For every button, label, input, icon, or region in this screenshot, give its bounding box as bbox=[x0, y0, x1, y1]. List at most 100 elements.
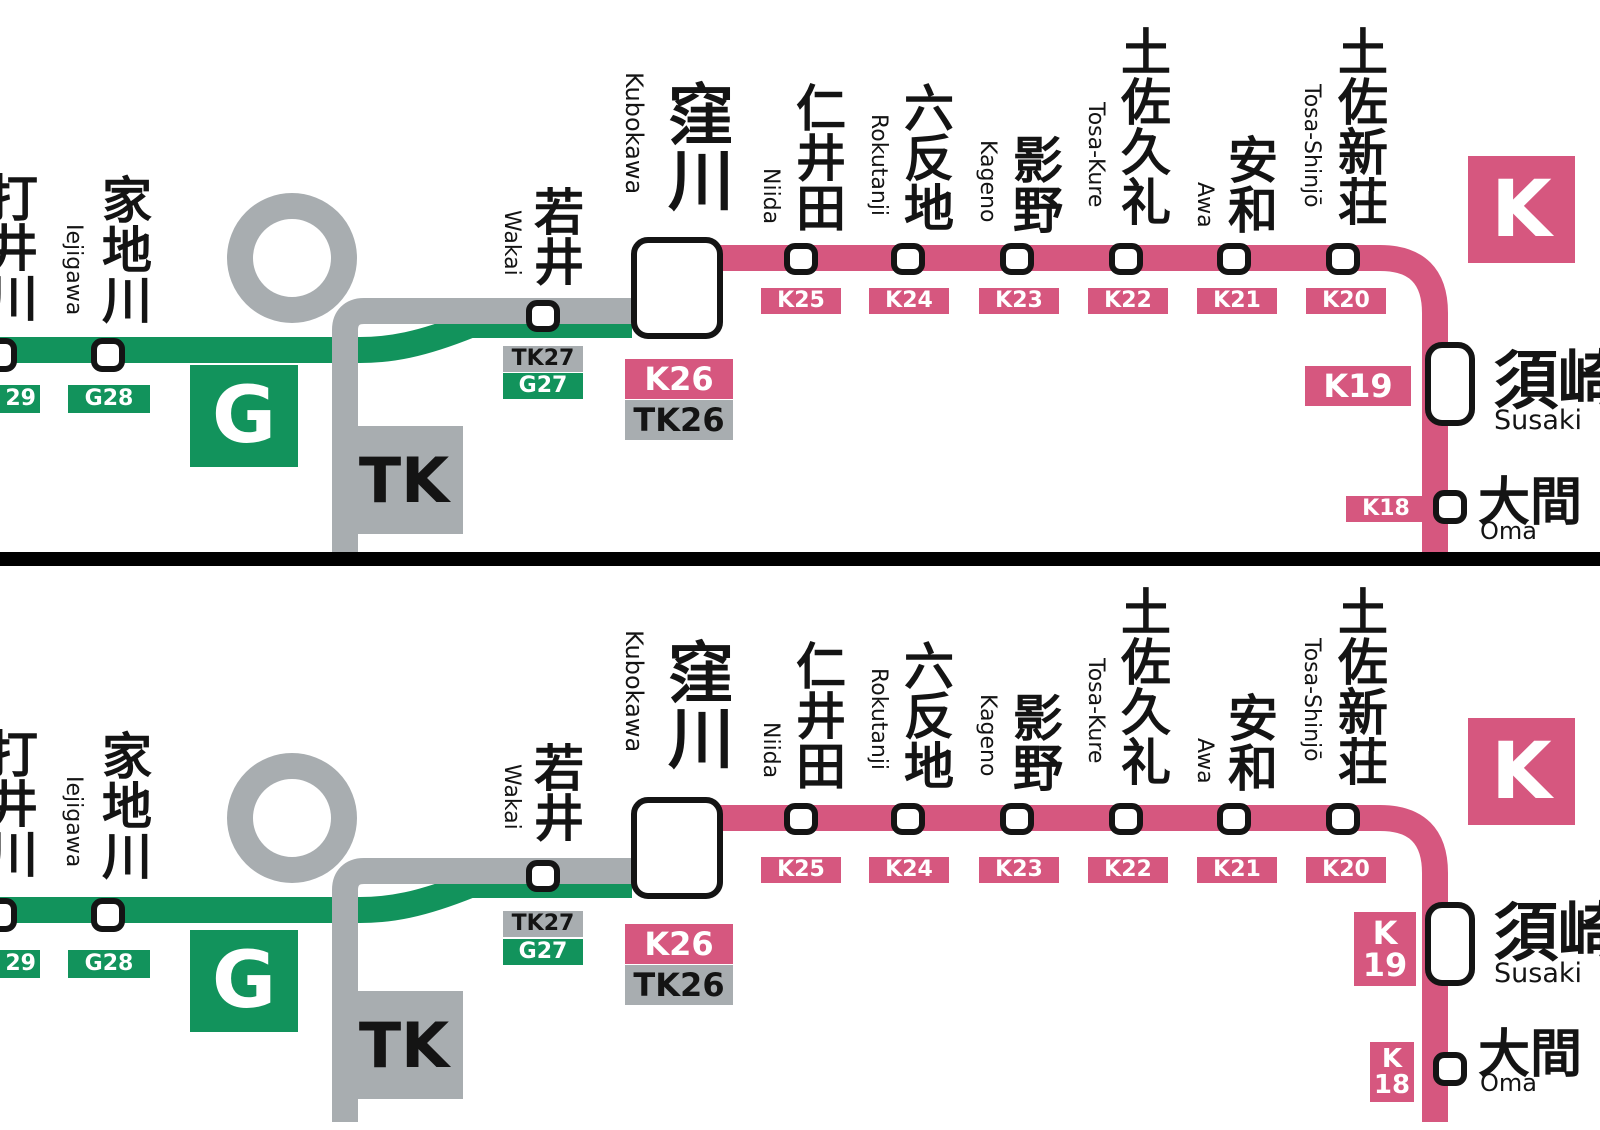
station-code-awa: K21 bbox=[1197, 288, 1277, 314]
station-romaji-tosa-shinjo: Tosa-Shinjō bbox=[1299, 638, 1324, 762]
dosan-loop-track bbox=[227, 193, 357, 323]
station-name-kubokawa: 窪川 bbox=[657, 80, 734, 212]
station-name-rokutanji: 六反地 bbox=[896, 82, 954, 232]
dosan-loop-track bbox=[227, 753, 357, 883]
station-romaji-kubokawa: Kubokawa bbox=[620, 630, 648, 753]
station-name-oma: 大間 bbox=[1478, 473, 1583, 533]
station-romaji-susaki: Susaki bbox=[1494, 405, 1583, 436]
route-map-panel-bottom: K G TK 土佐新荘 Tosa-Shinjō 安和 Awa 土佐久礼 Tosa… bbox=[0, 566, 1600, 1122]
station-code-iejigawa: G28 bbox=[68, 385, 150, 413]
station-name-awa: 安和 bbox=[1220, 134, 1278, 234]
station-marker-oma bbox=[1433, 490, 1467, 524]
kochi-line-track bbox=[700, 805, 1448, 1122]
station-code-niida: K25 bbox=[761, 857, 841, 883]
kochi-line-badge: K bbox=[1468, 156, 1575, 263]
station-name-wakai: 若井 bbox=[526, 186, 584, 286]
station-code-rokutanji: K24 bbox=[869, 857, 949, 883]
station-marker-kageno bbox=[1000, 803, 1034, 835]
kochi-line-track bbox=[700, 245, 1448, 556]
route-map-panel-top: K G TK 土佐新荘 Tosa-Shinjō 安和 Awa 土佐久礼 Tosa… bbox=[0, 0, 1600, 556]
station-code-susaki-letter: K bbox=[1372, 914, 1398, 952]
station-marker-rokutanji bbox=[891, 243, 925, 275]
station-code-oma: K18 bbox=[1346, 496, 1426, 522]
station-name-uchiigawa: 打井川 bbox=[0, 728, 38, 878]
station-code-wakai-tk: TK27 bbox=[503, 346, 583, 372]
station-marker-kubokawa bbox=[631, 797, 723, 899]
station-name-iejigawa: 家地川 bbox=[94, 730, 152, 880]
station-romaji-iejigawa: Iejigawa bbox=[61, 224, 86, 316]
station-code-uchiigawa: 29 bbox=[0, 950, 40, 978]
station-name-niida: 仁井田 bbox=[788, 82, 846, 232]
station-marker-tosa-shinjo bbox=[1326, 243, 1360, 275]
gomen-line-badge: G bbox=[190, 930, 298, 1032]
station-marker-kageno bbox=[1000, 243, 1034, 275]
station-marker-wakai bbox=[526, 300, 560, 332]
station-romaji-kageno: Kageno bbox=[975, 694, 1000, 777]
station-name-tosa-kure: 土佐久礼 bbox=[1113, 586, 1171, 786]
station-code-rokutanji: K24 bbox=[869, 288, 949, 314]
station-code-oma-number: 18 bbox=[1373, 1070, 1411, 1100]
station-code-niida: K25 bbox=[761, 288, 841, 314]
panel-divider bbox=[0, 552, 1600, 566]
station-romaji-rokutanji: Rokutanji bbox=[866, 668, 891, 771]
station-marker-uchiigawa bbox=[0, 338, 17, 372]
station-romaji-tosa-kure: Tosa-Kure bbox=[1083, 658, 1108, 764]
station-code-kageno: K23 bbox=[979, 288, 1059, 314]
station-code-kubokawa-tk: TK26 bbox=[625, 965, 733, 1005]
station-code-kubokawa: K26 bbox=[625, 359, 733, 399]
station-name-tosa-shinjo: 土佐新荘 bbox=[1330, 26, 1388, 226]
station-code-tosa-kure: K22 bbox=[1088, 288, 1168, 314]
station-marker-niida bbox=[784, 243, 818, 275]
station-romaji-oma: Ōma bbox=[1480, 1069, 1537, 1097]
station-marker-uchiigawa bbox=[0, 898, 17, 932]
station-romaji-tosa-kure: Tosa-Kure bbox=[1083, 102, 1108, 208]
station-romaji-tosa-shinjo: Tosa-Shinjō bbox=[1299, 84, 1324, 208]
station-name-kubokawa: 窪川 bbox=[657, 638, 734, 770]
station-name-uchiigawa: 打井川 bbox=[0, 172, 38, 322]
station-romaji-rokutanji: Rokutanji bbox=[866, 114, 891, 217]
station-romaji-wakai: Wakai bbox=[499, 210, 524, 276]
station-marker-kubokawa bbox=[631, 237, 723, 339]
station-marker-oma bbox=[1433, 1052, 1467, 1086]
station-marker-tosa-kure bbox=[1109, 243, 1143, 275]
station-romaji-kageno: Kageno bbox=[975, 140, 1000, 223]
kochi-line-badge: K bbox=[1468, 718, 1575, 825]
station-name-rokutanji: 六反地 bbox=[896, 640, 954, 790]
station-code-wakai-g: G27 bbox=[503, 373, 583, 399]
station-romaji-oma: Ōma bbox=[1480, 517, 1537, 545]
station-code-susaki-number: 19 bbox=[1362, 946, 1408, 984]
station-marker-rokutanji bbox=[891, 803, 925, 835]
route-lines-top bbox=[0, 193, 1475, 556]
station-name-susaki: 須崎 bbox=[1494, 345, 1600, 419]
station-code-susaki-stacked: K 19 bbox=[1354, 912, 1416, 986]
station-name-iejigawa: 家地川 bbox=[94, 174, 152, 324]
station-name-tosa-shinjo: 土佐新荘 bbox=[1330, 586, 1388, 786]
station-marker-iejigawa bbox=[91, 898, 125, 932]
station-marker-niida bbox=[784, 803, 818, 835]
dosan-line-track bbox=[332, 858, 632, 1122]
station-marker-tosa-kure bbox=[1109, 803, 1143, 835]
station-name-awa: 安和 bbox=[1220, 692, 1278, 792]
station-code-kubokawa-tk: TK26 bbox=[625, 400, 733, 440]
station-name-kageno: 影野 bbox=[1005, 134, 1063, 234]
station-code-tosa-shinjo: K20 bbox=[1306, 857, 1386, 883]
station-code-susaki: K19 bbox=[1305, 366, 1411, 406]
route-lines-bottom bbox=[0, 753, 1475, 1122]
station-romaji-awa: Awa bbox=[1192, 182, 1217, 228]
station-romaji-niida: Niida bbox=[758, 168, 783, 225]
station-marker-iejigawa bbox=[91, 338, 125, 372]
station-romaji-susaki: Susaki bbox=[1494, 958, 1583, 989]
station-name-niida: 仁井田 bbox=[788, 640, 846, 790]
gomen-line-track bbox=[0, 872, 632, 923]
station-romaji-iejigawa: Iejigawa bbox=[61, 776, 86, 868]
station-marker-wakai bbox=[526, 860, 560, 892]
station-code-oma-letter: K bbox=[1381, 1044, 1403, 1074]
station-marker-susaki bbox=[1425, 902, 1475, 986]
station-code-kageno: K23 bbox=[979, 857, 1059, 883]
station-code-awa: K21 bbox=[1197, 857, 1277, 883]
station-name-kageno: 影野 bbox=[1005, 692, 1063, 792]
station-marker-susaki bbox=[1425, 342, 1475, 426]
station-marker-awa bbox=[1217, 803, 1251, 835]
station-code-wakai-g: G27 bbox=[503, 939, 583, 965]
